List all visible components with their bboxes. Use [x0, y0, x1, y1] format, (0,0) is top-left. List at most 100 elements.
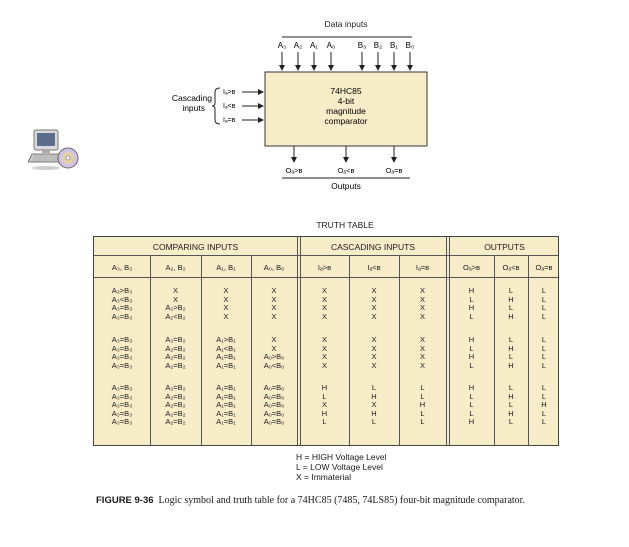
table-cell: H [321, 408, 328, 418]
cascade-lt-label: Iₐ<ʙ [223, 103, 236, 110]
table-cell: X [371, 400, 377, 410]
table-cell: L [469, 360, 474, 370]
table-cell: A₁=B₁ [216, 400, 236, 410]
table-cell: H [468, 335, 475, 344]
table-cell: L [469, 311, 474, 321]
output-lt-label: Oₐ<ʙ [338, 166, 355, 175]
table-cell: A₃=B₃ [111, 335, 133, 344]
table-cell: A₂=B₂ [165, 383, 186, 392]
table-cell: A₃=B₃ [111, 311, 133, 321]
table-cell: H [468, 303, 475, 313]
figure-caption: FIGURE 9-36 Logic symbol and truth table… [96, 495, 526, 507]
table-cell: L [541, 311, 547, 321]
table-cell: X [321, 335, 327, 344]
table-cell: A₁<B₁ [216, 343, 236, 353]
logic-symbol-diagram: Data inputs A₃ A₂ A₁ A₀ B₃ B₂ B₁ B₀ 74HC… [0, 0, 629, 200]
output-gt-label: Oₐ>ʙ [286, 166, 303, 175]
cascade-gt-label: Iₐ>ʙ [223, 89, 236, 96]
table-cell: L [541, 303, 547, 313]
table-cell: X [419, 303, 425, 313]
table-cell: H [508, 343, 514, 353]
table-cell: X [321, 343, 327, 353]
table-cell: H [508, 408, 514, 418]
col-header-a1b1: A₁, B₁ [216, 263, 236, 272]
table-cell: H [508, 294, 514, 304]
table-cell: A₃=B₃ [111, 400, 133, 410]
table-cell: L [541, 343, 547, 353]
table-cell: A₀<B₀ [263, 360, 285, 370]
table-cell: A₀=B₀ [263, 408, 285, 418]
table-cell: L [420, 383, 425, 392]
table-cell: A₂=B₂ [165, 343, 186, 353]
table-cell: X [271, 303, 277, 313]
table-cell: A₃=B₃ [111, 360, 133, 370]
table-cell: H [419, 400, 426, 410]
table-cell: A₀=B₀ [263, 417, 285, 427]
table-cell: L [420, 417, 425, 427]
input-a3-label: A₃ [278, 41, 287, 50]
col-header-i-gt: Iₐ>ʙ [317, 263, 332, 272]
table-cell: X [321, 352, 327, 362]
input-a0-label: A₀ [327, 41, 336, 50]
table-cell: A₃=B₃ [111, 383, 133, 392]
table-cell: X [321, 286, 327, 295]
group-cascading-inputs: CASCADING INPUTS [330, 242, 416, 252]
table-cell: X [371, 311, 377, 321]
input-b3-label: B₃ [358, 41, 367, 50]
table-cell: A₂=B₂ [165, 352, 186, 362]
table-cell: L [508, 383, 514, 392]
table-cell: X [419, 335, 425, 344]
table-cell: A₁=B₁ [216, 408, 236, 418]
table-cell: X [371, 343, 377, 353]
table-cell: L [541, 294, 547, 304]
legend-low: L = LOW Voltage Level [296, 462, 383, 472]
group-comparing-inputs: COMPARING INPUTS [152, 242, 239, 252]
input-b2-label: B₂ [374, 41, 382, 50]
table-cell: A₂>B₂ [165, 303, 186, 313]
table-cell: X [271, 294, 277, 304]
table-cell: X [223, 294, 229, 304]
group-outputs: OUTPUTS [484, 242, 525, 252]
table-cell: H [468, 352, 475, 362]
table-cell: X [419, 294, 425, 304]
table-cell: X [419, 343, 425, 353]
table-cell: X [371, 294, 377, 304]
table-cell: L [541, 408, 547, 418]
table-cell: A₂=B₂ [165, 360, 186, 370]
table-cell: X [172, 294, 178, 304]
table-cell: X [321, 360, 327, 370]
table-cell: X [223, 286, 229, 295]
table-cell: L [420, 391, 425, 401]
table-cell: X [321, 294, 327, 304]
table-cell: L [469, 391, 474, 401]
table-cell: L [508, 303, 514, 313]
table-cell: X [371, 335, 377, 344]
table-cell: L [508, 335, 514, 344]
table-cell: H [371, 408, 377, 418]
input-b1-label: B₁ [390, 41, 398, 50]
table-cell: A₁=B₁ [216, 360, 236, 370]
table-cell: L [541, 335, 547, 344]
chip-label-part: 74HC85 [330, 86, 361, 96]
table-cell: A₂=B₂ [165, 408, 186, 418]
table-cell: L [322, 391, 327, 401]
table-cell: H [541, 400, 547, 410]
table-cell: H [321, 383, 328, 392]
